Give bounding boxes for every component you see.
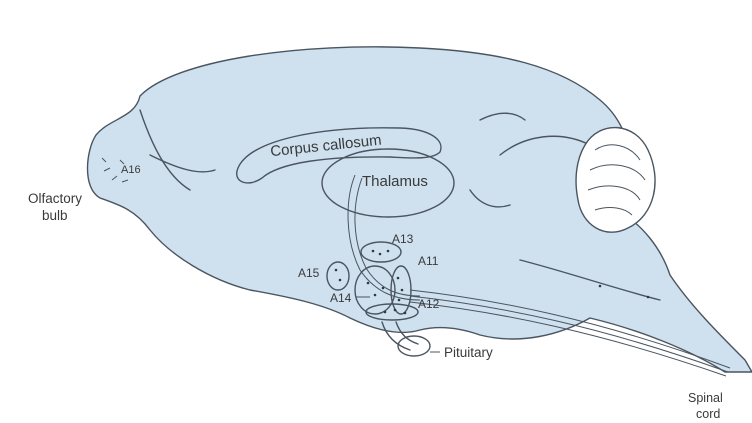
a15-label: A15 (298, 266, 320, 280)
a14-label: A14 (330, 291, 352, 305)
olfactory-bulb-label-line1: Olfactory (28, 191, 82, 206)
cerebellum (576, 128, 655, 233)
brain-outline (88, 47, 752, 372)
a12-label: A12 (418, 297, 440, 311)
a16-label: A16 (121, 164, 141, 176)
spinal-cord-label-line1: Spinal (688, 391, 723, 405)
olfactory-bulb-label-line2: bulb (42, 208, 68, 223)
a13-label: A13 (392, 232, 414, 246)
pituitary-label: Pituitary (444, 345, 493, 360)
a11-label: A11 (418, 254, 439, 268)
spinal-cord-label-line2: cord (696, 407, 720, 421)
thalamus-label: Thalamus (362, 173, 428, 190)
